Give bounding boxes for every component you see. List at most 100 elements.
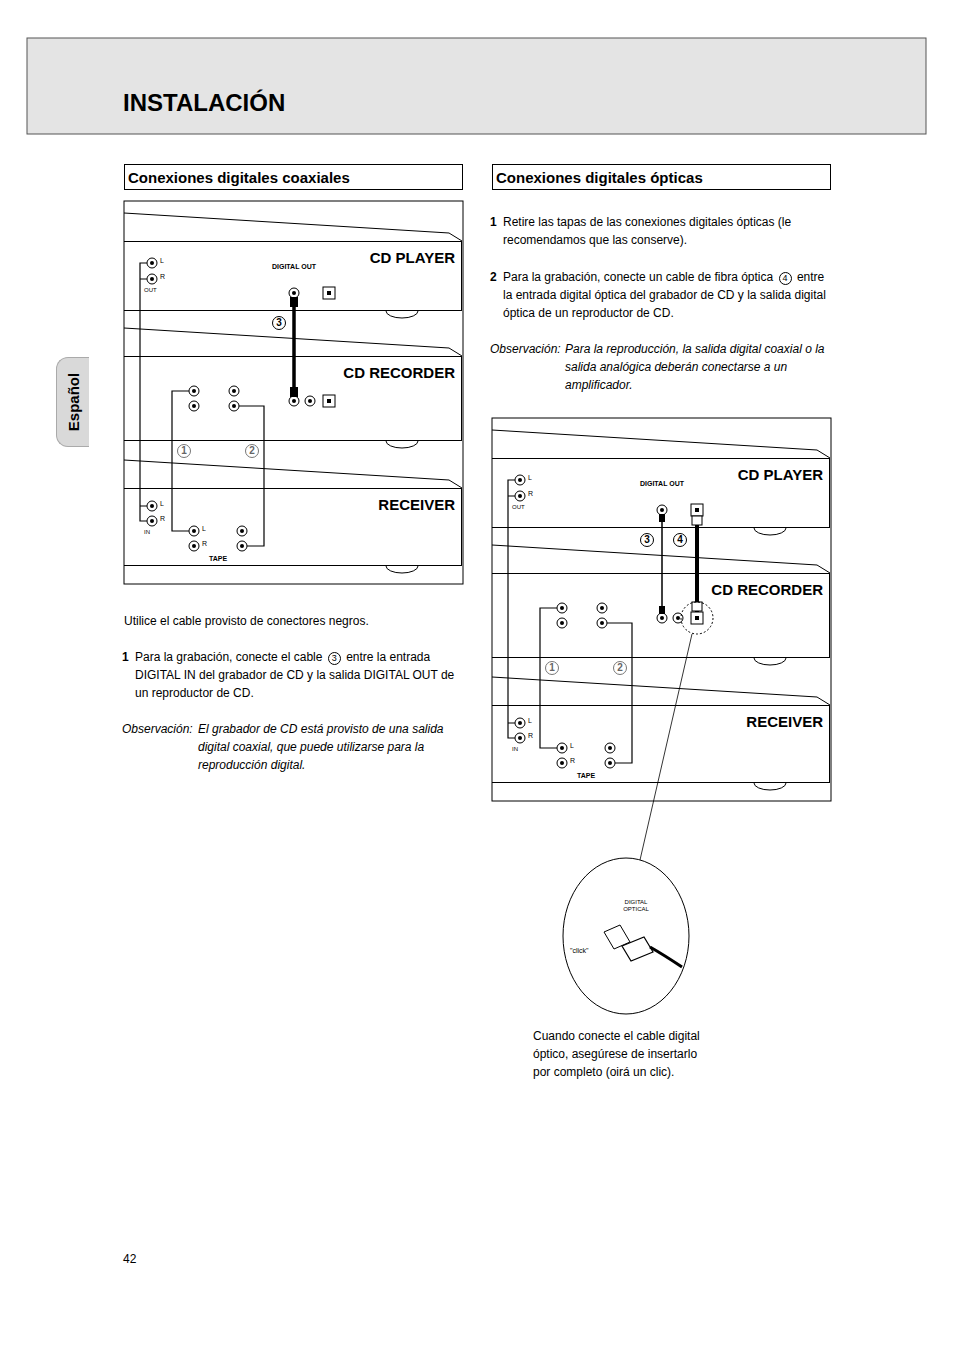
jack-label: OUT <box>144 287 164 294</box>
device-panel: CD PLAYER <box>124 241 462 311</box>
callout-number: 3 <box>644 534 650 545</box>
jack-label: TAPE <box>571 772 601 780</box>
page-number: 42 <box>123 1252 136 1266</box>
cables <box>659 514 702 614</box>
section-heading: Conexiones digitales ópticas <box>492 164 831 190</box>
device-name: RECEIVER <box>746 713 823 730</box>
note-label: Observación: <box>122 720 198 738</box>
jack-label: TAPE <box>577 772 595 779</box>
connection-cable <box>171 441 172 488</box>
click-note: "click" <box>570 947 589 954</box>
body-text: Para la grabación, conecte un cable de f… <box>503 270 773 284</box>
callout-number: 2 <box>617 662 623 673</box>
zoom-circle <box>563 858 689 1014</box>
channel-label: R <box>528 732 533 739</box>
device-panel: CD PLAYER <box>492 458 830 528</box>
callout-number: 4 <box>779 272 792 285</box>
note-label: Observación: <box>490 342 561 356</box>
stack-drawing <box>492 418 831 801</box>
jack-label: IN <box>512 746 518 752</box>
jack-label: IN <box>512 746 532 753</box>
callout-number: 1 <box>545 661 559 675</box>
unit-foot <box>386 311 418 573</box>
note-text: El grabador de CD está provisto de una s… <box>198 722 443 772</box>
channel-label: R <box>160 515 170 523</box>
connection-cable <box>292 311 296 356</box>
body-text: Retire las tapas de las conexiones digit… <box>503 215 791 247</box>
channel-label: R <box>570 757 580 765</box>
jack-label: DIGITAL OUT <box>637 480 687 488</box>
channel-label: L <box>160 500 164 507</box>
connection-cable <box>539 658 540 705</box>
jack-label: DIGITAL OUT <box>640 480 684 487</box>
channel-label: L <box>160 500 170 508</box>
step-number: 2 <box>490 270 497 284</box>
callout-number: 3 <box>640 533 654 547</box>
callout-number: 3 <box>276 317 282 328</box>
step-number: 1 <box>490 213 502 231</box>
channel-label: L <box>528 717 538 725</box>
jack-label: IN <box>144 529 164 536</box>
body-text: Para la grabación, conecte el cable <box>135 650 322 664</box>
jack-label: DIGITAL OUT <box>269 263 319 271</box>
jack-label: IN <box>144 529 150 535</box>
jack-label: TAPE <box>209 555 227 562</box>
device-name: CD RECORDER <box>343 364 455 381</box>
callout-number: 4 <box>677 534 683 545</box>
connection-cable <box>139 311 140 488</box>
jack-label: DIGITAL OUT <box>272 263 316 270</box>
channel-label: R <box>160 515 165 522</box>
callout-number: 2 <box>245 444 259 458</box>
note-label: Observación: <box>490 340 566 358</box>
callout-number: 1 <box>549 662 555 673</box>
connection-cable <box>695 528 699 573</box>
socket-label: DIGITAL OPTICAL <box>623 899 649 912</box>
step-number: 1 <box>490 215 497 229</box>
device-panel: CD RECORDER <box>124 356 462 441</box>
body-text: Utilice el cable provisto de conectores … <box>124 614 369 628</box>
language-tab: Español <box>56 357 89 447</box>
channel-label: L <box>160 257 170 265</box>
channel-label: L <box>528 717 532 724</box>
figure-frame <box>124 201 463 584</box>
tab-label: Español <box>65 373 82 431</box>
device-name: CD RECORDER <box>711 581 823 598</box>
rca-jack <box>147 258 335 551</box>
channel-label: R <box>528 732 538 740</box>
jack-label: OUT <box>512 504 525 510</box>
channel-label: L <box>528 474 538 482</box>
page-number: 42 <box>123 1250 153 1268</box>
jack-label: OUT <box>512 504 532 511</box>
callout-number: 3 <box>328 652 341 665</box>
note-text: Para la reproducción, la salida digital … <box>565 340 831 394</box>
connection-cable <box>507 528 508 705</box>
body-text: Para la grabación, conecte el cable 3 en… <box>135 648 463 702</box>
body-text: Para la grabación, conecte un cable de f… <box>503 268 833 322</box>
channel-label: L <box>570 742 580 750</box>
click-note: "click" <box>570 947 604 955</box>
jack-label: TAPE <box>203 555 233 563</box>
channel-label: R <box>528 490 538 498</box>
optical-cable <box>650 947 682 967</box>
heading-text: Conexiones digitales ópticas <box>496 169 703 186</box>
leader-line <box>640 634 692 860</box>
figure-caption: Cuando conecte el cable digital óptico, … <box>533 1029 700 1079</box>
stack-drawing <box>124 201 463 584</box>
channel-label: L <box>160 257 164 264</box>
audio-cable <box>140 263 264 546</box>
optical-plug <box>622 937 653 961</box>
device-panel: CD RECORDER <box>492 573 830 658</box>
jack-label: OUT <box>144 287 157 293</box>
step-number: 1 <box>122 648 134 666</box>
device-panel: RECEIVER <box>124 488 462 566</box>
coaxial-cable <box>290 297 298 397</box>
page-title: INSTALACIÓN <box>123 89 285 117</box>
channel-label: L <box>202 525 206 532</box>
device-panel: RECEIVER <box>492 705 830 783</box>
channel-label: L <box>202 525 212 533</box>
zoom-marker <box>681 602 713 634</box>
note-text: El grabador de CD está provisto de una s… <box>198 720 460 774</box>
section-heading: Conexiones digitales coaxiales <box>124 164 463 190</box>
body-text: Retire las tapas de las conexiones digit… <box>503 213 831 249</box>
title-band <box>27 38 926 134</box>
